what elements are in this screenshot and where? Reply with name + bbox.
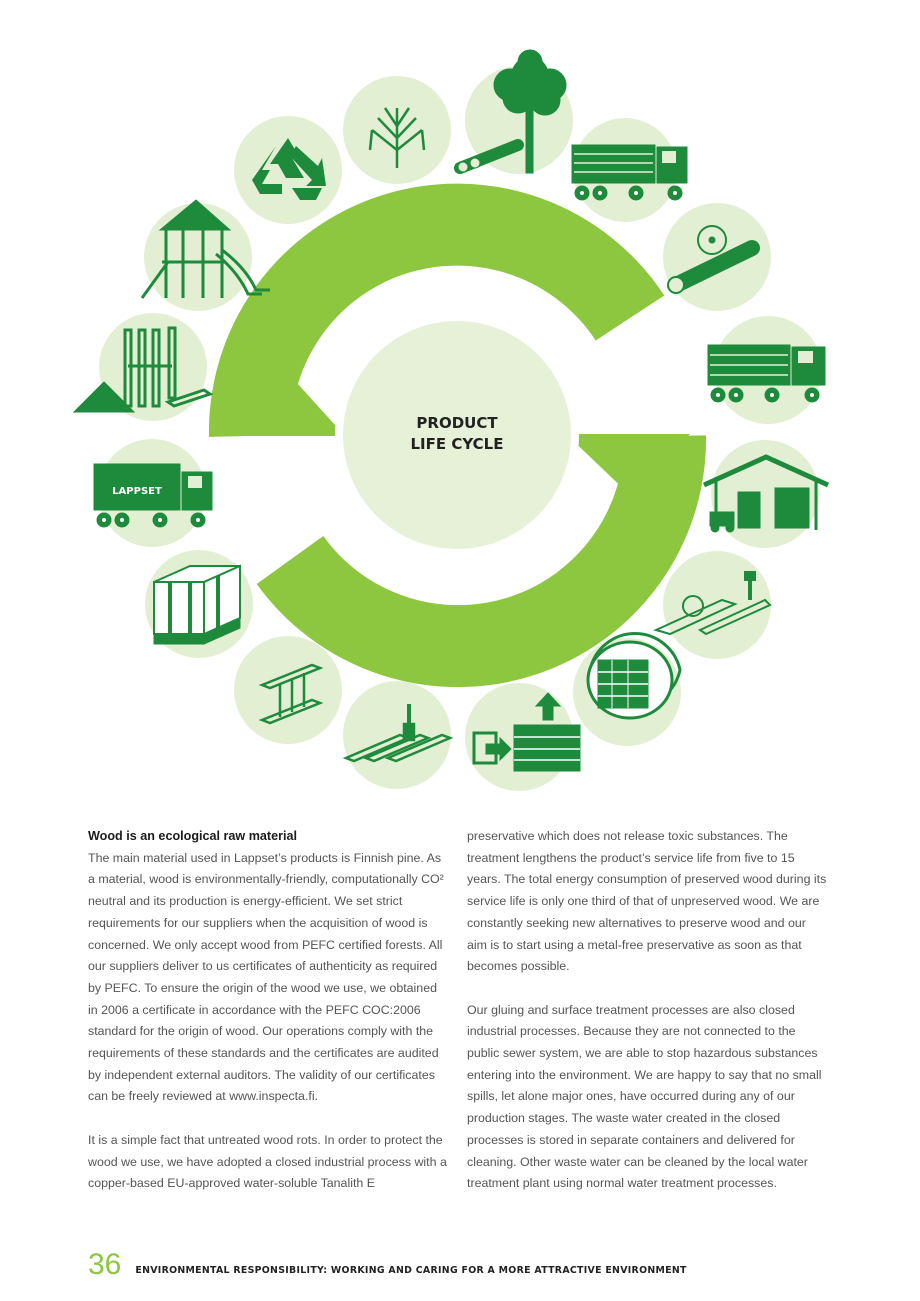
packaged-pallets-icon bbox=[153, 564, 241, 645]
ring-upper-arc bbox=[208, 183, 665, 437]
ring-lower-arc bbox=[256, 435, 707, 688]
ring-arrow-left bbox=[220, 372, 345, 436]
assembled-parts-icon bbox=[258, 663, 324, 725]
painting-boards-icon bbox=[342, 704, 454, 763]
page-footer: 36 ENVIRONMENTAL RESPONSIBILITY: WORKING… bbox=[88, 1240, 687, 1280]
page-number: 36 bbox=[88, 1248, 122, 1281]
installation-icon bbox=[72, 326, 214, 413]
lumber-truck-icon bbox=[707, 344, 826, 403]
recycle-icon bbox=[252, 138, 326, 200]
lappset-delivery-truck-icon: LAPPSET bbox=[93, 463, 213, 528]
article-paragraph: It is a simple fact that untreated wood … bbox=[88, 1132, 447, 1191]
playground-tower-icon bbox=[140, 199, 270, 299]
pine-seedling-icon bbox=[368, 107, 426, 168]
tree-and-logs-icon bbox=[454, 49, 567, 174]
cycle-ring: PRODUCT LIFE CYCLE bbox=[208, 183, 707, 688]
footer-section-title: ENVIRONMENTAL RESPONSIBILITY: WORKING AN… bbox=[135, 1265, 687, 1276]
product-life-cycle-diagram: PRODUCT LIFE CYCLE bbox=[72, 49, 830, 791]
log-truck-icon bbox=[571, 144, 688, 201]
center-circle bbox=[343, 321, 571, 549]
warehouse-forklift-icon bbox=[702, 454, 830, 533]
ring-arrow-right bbox=[566, 434, 690, 495]
article-paragraph: Our gluing and surface treatment process… bbox=[467, 1002, 822, 1191]
article-column-left: Wood is an ecological raw material The m… bbox=[88, 826, 448, 1217]
sawmill-machining-icon bbox=[653, 571, 772, 636]
drying-kiln-icon bbox=[586, 632, 682, 720]
center-title-line1: PRODUCT bbox=[416, 414, 498, 432]
article-paragraph: preservative which does not release toxi… bbox=[467, 829, 827, 974]
article-paragraph: The main material used in Lappset’s prod… bbox=[88, 850, 444, 1104]
article-heading: Wood is an ecological raw material bbox=[88, 829, 298, 843]
center-title-line2: LIFE CYCLE bbox=[410, 435, 503, 453]
truck-logo-text: LAPPSET bbox=[112, 486, 162, 497]
stage-circle bbox=[234, 636, 342, 744]
sawing-log-icon bbox=[667, 225, 760, 294]
article-column-right: preservative which does not release toxi… bbox=[467, 826, 827, 1217]
impregnation-icon bbox=[472, 692, 581, 772]
